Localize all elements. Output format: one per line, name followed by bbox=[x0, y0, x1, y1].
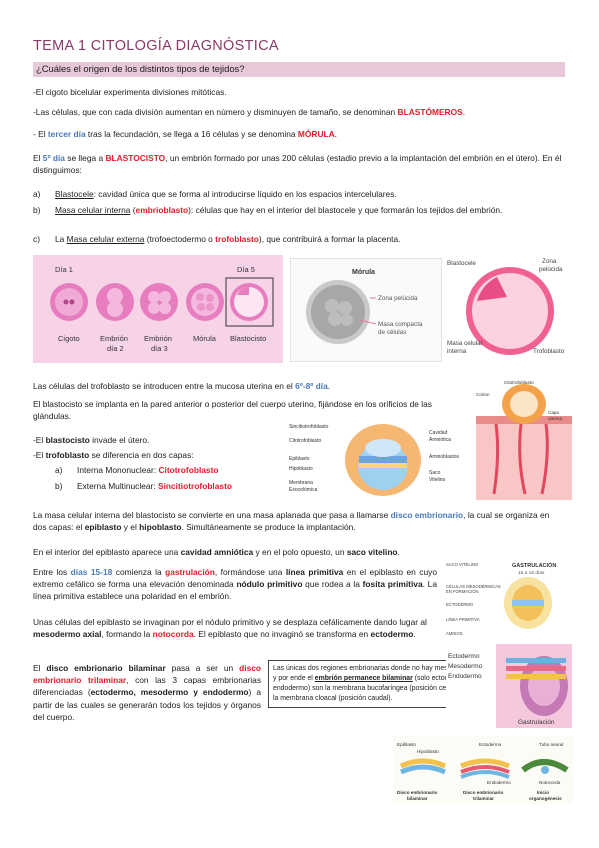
paragraph-10: En el interior del epiblasto aparece una… bbox=[33, 547, 400, 557]
embryo-stages-figure: Día 1 Día 5 Cigoto Embrión día 2 Embrión… bbox=[33, 255, 283, 363]
list1-item-a: a)Blastocele: cavidad única que se forma… bbox=[33, 189, 397, 199]
cigoto-cell bbox=[50, 283, 88, 321]
paragraph-2: -Las células, que con cada división aume… bbox=[33, 107, 466, 117]
svg-text:Tubo neural: Tubo neural bbox=[539, 742, 563, 747]
paragraph-12: Unas células del epiblasto se invaginan … bbox=[33, 617, 427, 640]
svg-text:Ectodermo: Ectodermo bbox=[448, 653, 480, 660]
svg-text:Notocorda: Notocorda bbox=[539, 780, 561, 785]
list2-item-b: b)Externa Multinuclear: Sincitiotrofobla… bbox=[55, 481, 232, 491]
svg-text:Disco embrionario: Disco embrionario bbox=[397, 790, 438, 795]
svg-text:Epiblasto: Epiblasto bbox=[289, 456, 310, 462]
svg-text:Vitelino: Vitelino bbox=[429, 477, 446, 483]
svg-text:Sincitiotrofoblasto: Sincitiotrofoblasto bbox=[289, 424, 329, 430]
svg-text:Citotrofoblasto: Citotrofoblasto bbox=[504, 380, 534, 385]
embryonic-disc-figure: Epiblasto Hipoblasto Ectodermo Endodermo… bbox=[393, 736, 573, 804]
gastrulation-figure: GASTRULACIÓN 15 a 16 días SACO VITELINO … bbox=[446, 558, 572, 728]
svg-text:Epiblasto: Epiblasto bbox=[397, 742, 416, 747]
svg-text:Zona: Zona bbox=[542, 258, 557, 265]
svg-text:pelúcida: pelúcida bbox=[539, 266, 563, 273]
svg-text:Corion: Corion bbox=[476, 392, 490, 397]
svg-text:día 3: día 3 bbox=[151, 344, 168, 353]
uterine-wall-figure: Citotrofoblasto Corion Capa uterina bbox=[476, 380, 572, 500]
svg-text:Embrión: Embrión bbox=[100, 334, 128, 343]
svg-text:SACO VITELINO: SACO VITELINO bbox=[446, 562, 479, 567]
svg-text:bilaminar: bilaminar bbox=[407, 796, 428, 801]
svg-text:Capa: Capa bbox=[548, 410, 559, 415]
svg-text:Cigoto: Cigoto bbox=[58, 334, 80, 343]
svg-text:Masa compacta: Masa compacta bbox=[378, 321, 423, 328]
list1-item-c: c)La Masa celular externa (trofoectoderm… bbox=[33, 234, 401, 244]
day2-cell bbox=[96, 283, 134, 321]
svg-text:Cavidad: Cavidad bbox=[429, 430, 448, 436]
svg-text:AMNIOS: AMNIOS bbox=[446, 631, 463, 636]
svg-text:de células: de células bbox=[378, 329, 406, 336]
svg-text:15 a 16 días: 15 a 16 días bbox=[518, 570, 545, 576]
svg-text:Hipoblasto: Hipoblasto bbox=[417, 749, 439, 754]
svg-text:uterina: uterina bbox=[548, 416, 562, 421]
svg-text:Mórula: Mórula bbox=[352, 269, 375, 276]
svg-text:día 2: día 2 bbox=[107, 344, 124, 353]
svg-text:Membrana: Membrana bbox=[289, 480, 313, 486]
implantation-figure: Sincitiotrofoblasto Citotrofoblasto Epib… bbox=[287, 418, 475, 502]
morula-figure: Mórula Zona pelúcida Masa compacta de cé… bbox=[290, 258, 442, 362]
list1-item-b: b)Masa celular interna (embrioblasto): c… bbox=[33, 205, 503, 215]
paragraph-4: El 5º día se llega a BLASTOCISTO, un emb… bbox=[33, 153, 562, 176]
svg-text:Gastrulación: Gastrulación bbox=[518, 719, 555, 726]
question-bar bbox=[33, 62, 565, 77]
svg-text:Exocelómica: Exocelómica bbox=[289, 487, 318, 493]
paragraph-5: Las células del trofoblasto se introduce… bbox=[33, 381, 331, 391]
svg-text:Citotrofoblasto: Citotrofoblasto bbox=[289, 438, 321, 444]
svg-text:Disco embrionario: Disco embrionario bbox=[463, 790, 504, 795]
blastocisto-cell bbox=[230, 283, 268, 321]
svg-text:organogénesis: organogénesis bbox=[529, 796, 562, 801]
svg-text:Masa celular: Masa celular bbox=[447, 340, 483, 347]
svg-text:trilaminar: trilaminar bbox=[473, 796, 494, 801]
svg-text:Blastocele: Blastocele bbox=[447, 260, 477, 267]
morula-cell bbox=[186, 283, 224, 321]
svg-text:interna: interna bbox=[447, 348, 467, 355]
svg-text:Inicio: Inicio bbox=[537, 790, 549, 795]
svg-text:Amniótica: Amniótica bbox=[429, 437, 451, 443]
svg-text:Embrión: Embrión bbox=[144, 334, 172, 343]
svg-text:Mesodermo: Mesodermo bbox=[448, 663, 483, 670]
svg-text:Blastocisto: Blastocisto bbox=[230, 334, 266, 343]
question-heading: ¿Cuáles el origen de los distintos tipos… bbox=[36, 63, 245, 74]
paragraph-3: - El tercer día tras la fecundación, se … bbox=[33, 129, 337, 139]
svg-text:Endodermo: Endodermo bbox=[448, 673, 482, 680]
day5-label: Día 5 bbox=[237, 265, 255, 274]
list2-item-a: a)Interna Mononuclear: Citotrofoblasto bbox=[55, 465, 219, 475]
svg-text:Ectodermo: Ectodermo bbox=[479, 742, 502, 747]
day1-label: Día 1 bbox=[55, 265, 73, 274]
page-title: TEMA 1 CITOLOGÍA DIAGNÓSTICA bbox=[33, 38, 279, 54]
svg-text:Hipoblasto: Hipoblasto bbox=[289, 466, 313, 472]
svg-text:Endodermo: Endodermo bbox=[487, 780, 511, 785]
svg-text:EN FORMACIÓN: EN FORMACIÓN bbox=[446, 589, 479, 594]
paragraph-6: El blastocisto se implanta en la pared a… bbox=[33, 399, 432, 422]
svg-text:CÉLULAS MESODÉRMICAS: CÉLULAS MESODÉRMICAS bbox=[446, 584, 501, 589]
svg-text:Amnioblastos: Amnioblastos bbox=[429, 454, 460, 460]
note-box: Las únicas dos regiones embrionarias don… bbox=[268, 660, 478, 708]
svg-text:ECTODERMO: ECTODERMO bbox=[446, 602, 474, 607]
paragraph-11: Entre los días 15-18 comienza la gastrul… bbox=[33, 567, 437, 602]
day3-cell bbox=[140, 283, 178, 321]
paragraph-8: -El trofoblasto se diferencia en dos cap… bbox=[33, 450, 194, 460]
svg-text:Saco: Saco bbox=[429, 470, 441, 476]
svg-text:LÍNEA PRIMITIVA: LÍNEA PRIMITIVA bbox=[446, 617, 480, 622]
paragraph-1: -El cigoto bicelular experimenta divisio… bbox=[33, 87, 227, 97]
svg-text:GASTRULACIÓN: GASTRULACIÓN bbox=[512, 561, 556, 569]
svg-text:Mórula: Mórula bbox=[193, 334, 217, 343]
paragraph-7: -El blastocisto invade el útero. bbox=[33, 435, 150, 445]
paragraph-9: La masa celular interna del blastocisto … bbox=[33, 510, 550, 533]
svg-text:Trofoblasto: Trofoblasto bbox=[533, 348, 565, 355]
svg-text:Zona pelúcida: Zona pelúcida bbox=[378, 295, 418, 302]
blastocyst-figure: Blastocele Zona pelúcida Masa celular in… bbox=[447, 258, 565, 355]
paragraph-13: El disco embrionario bilaminar pasa a se… bbox=[33, 663, 262, 722]
